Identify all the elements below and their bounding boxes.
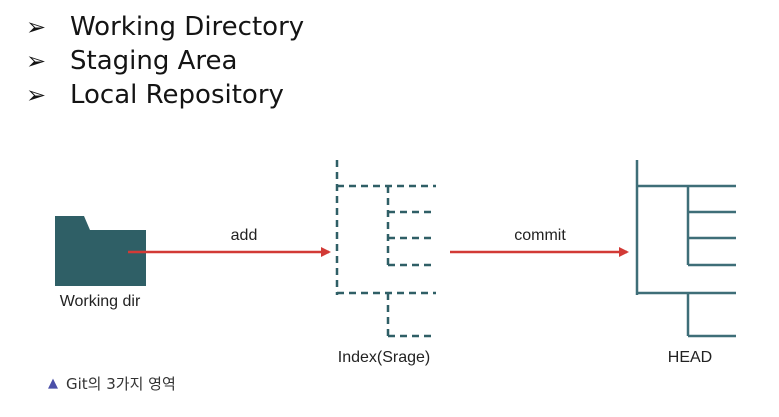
folder-icon — [55, 216, 146, 286]
bullet-item-local-repository: ➢ Local Repository — [26, 78, 304, 112]
triangle-icon: ▲ — [48, 376, 58, 391]
bullet-item-working-directory: ➢ Working Directory — [26, 10, 304, 44]
head-label: HEAD — [668, 349, 712, 366]
bullet-list: ➢ Working Directory ➢ Staging Area ➢ Loc… — [26, 10, 304, 112]
add-arrow-label: add — [231, 227, 258, 244]
commit-arrow-label: commit — [514, 227, 566, 244]
caption-text: Git의 3가지 영역 — [66, 375, 176, 393]
dashed-tree-icon — [335, 160, 436, 338]
bullet-item-staging-area: ➢ Staging Area — [26, 44, 304, 78]
bullet-label: Staging Area — [70, 46, 238, 76]
working-dir-label: Working dir — [60, 293, 141, 310]
figure-caption: ▲ Git의 3가지 영역 — [48, 373, 176, 394]
tree-icon — [635, 160, 736, 338]
index-label: Index(Srage) — [338, 349, 431, 366]
arrow-bullet-icon: ➢ — [26, 13, 47, 41]
arrow-bullet-icon: ➢ — [26, 47, 47, 75]
arrow-bullet-icon: ➢ — [26, 81, 47, 109]
bullet-label: Working Directory — [70, 12, 305, 42]
bullet-label: Local Repository — [70, 80, 284, 110]
